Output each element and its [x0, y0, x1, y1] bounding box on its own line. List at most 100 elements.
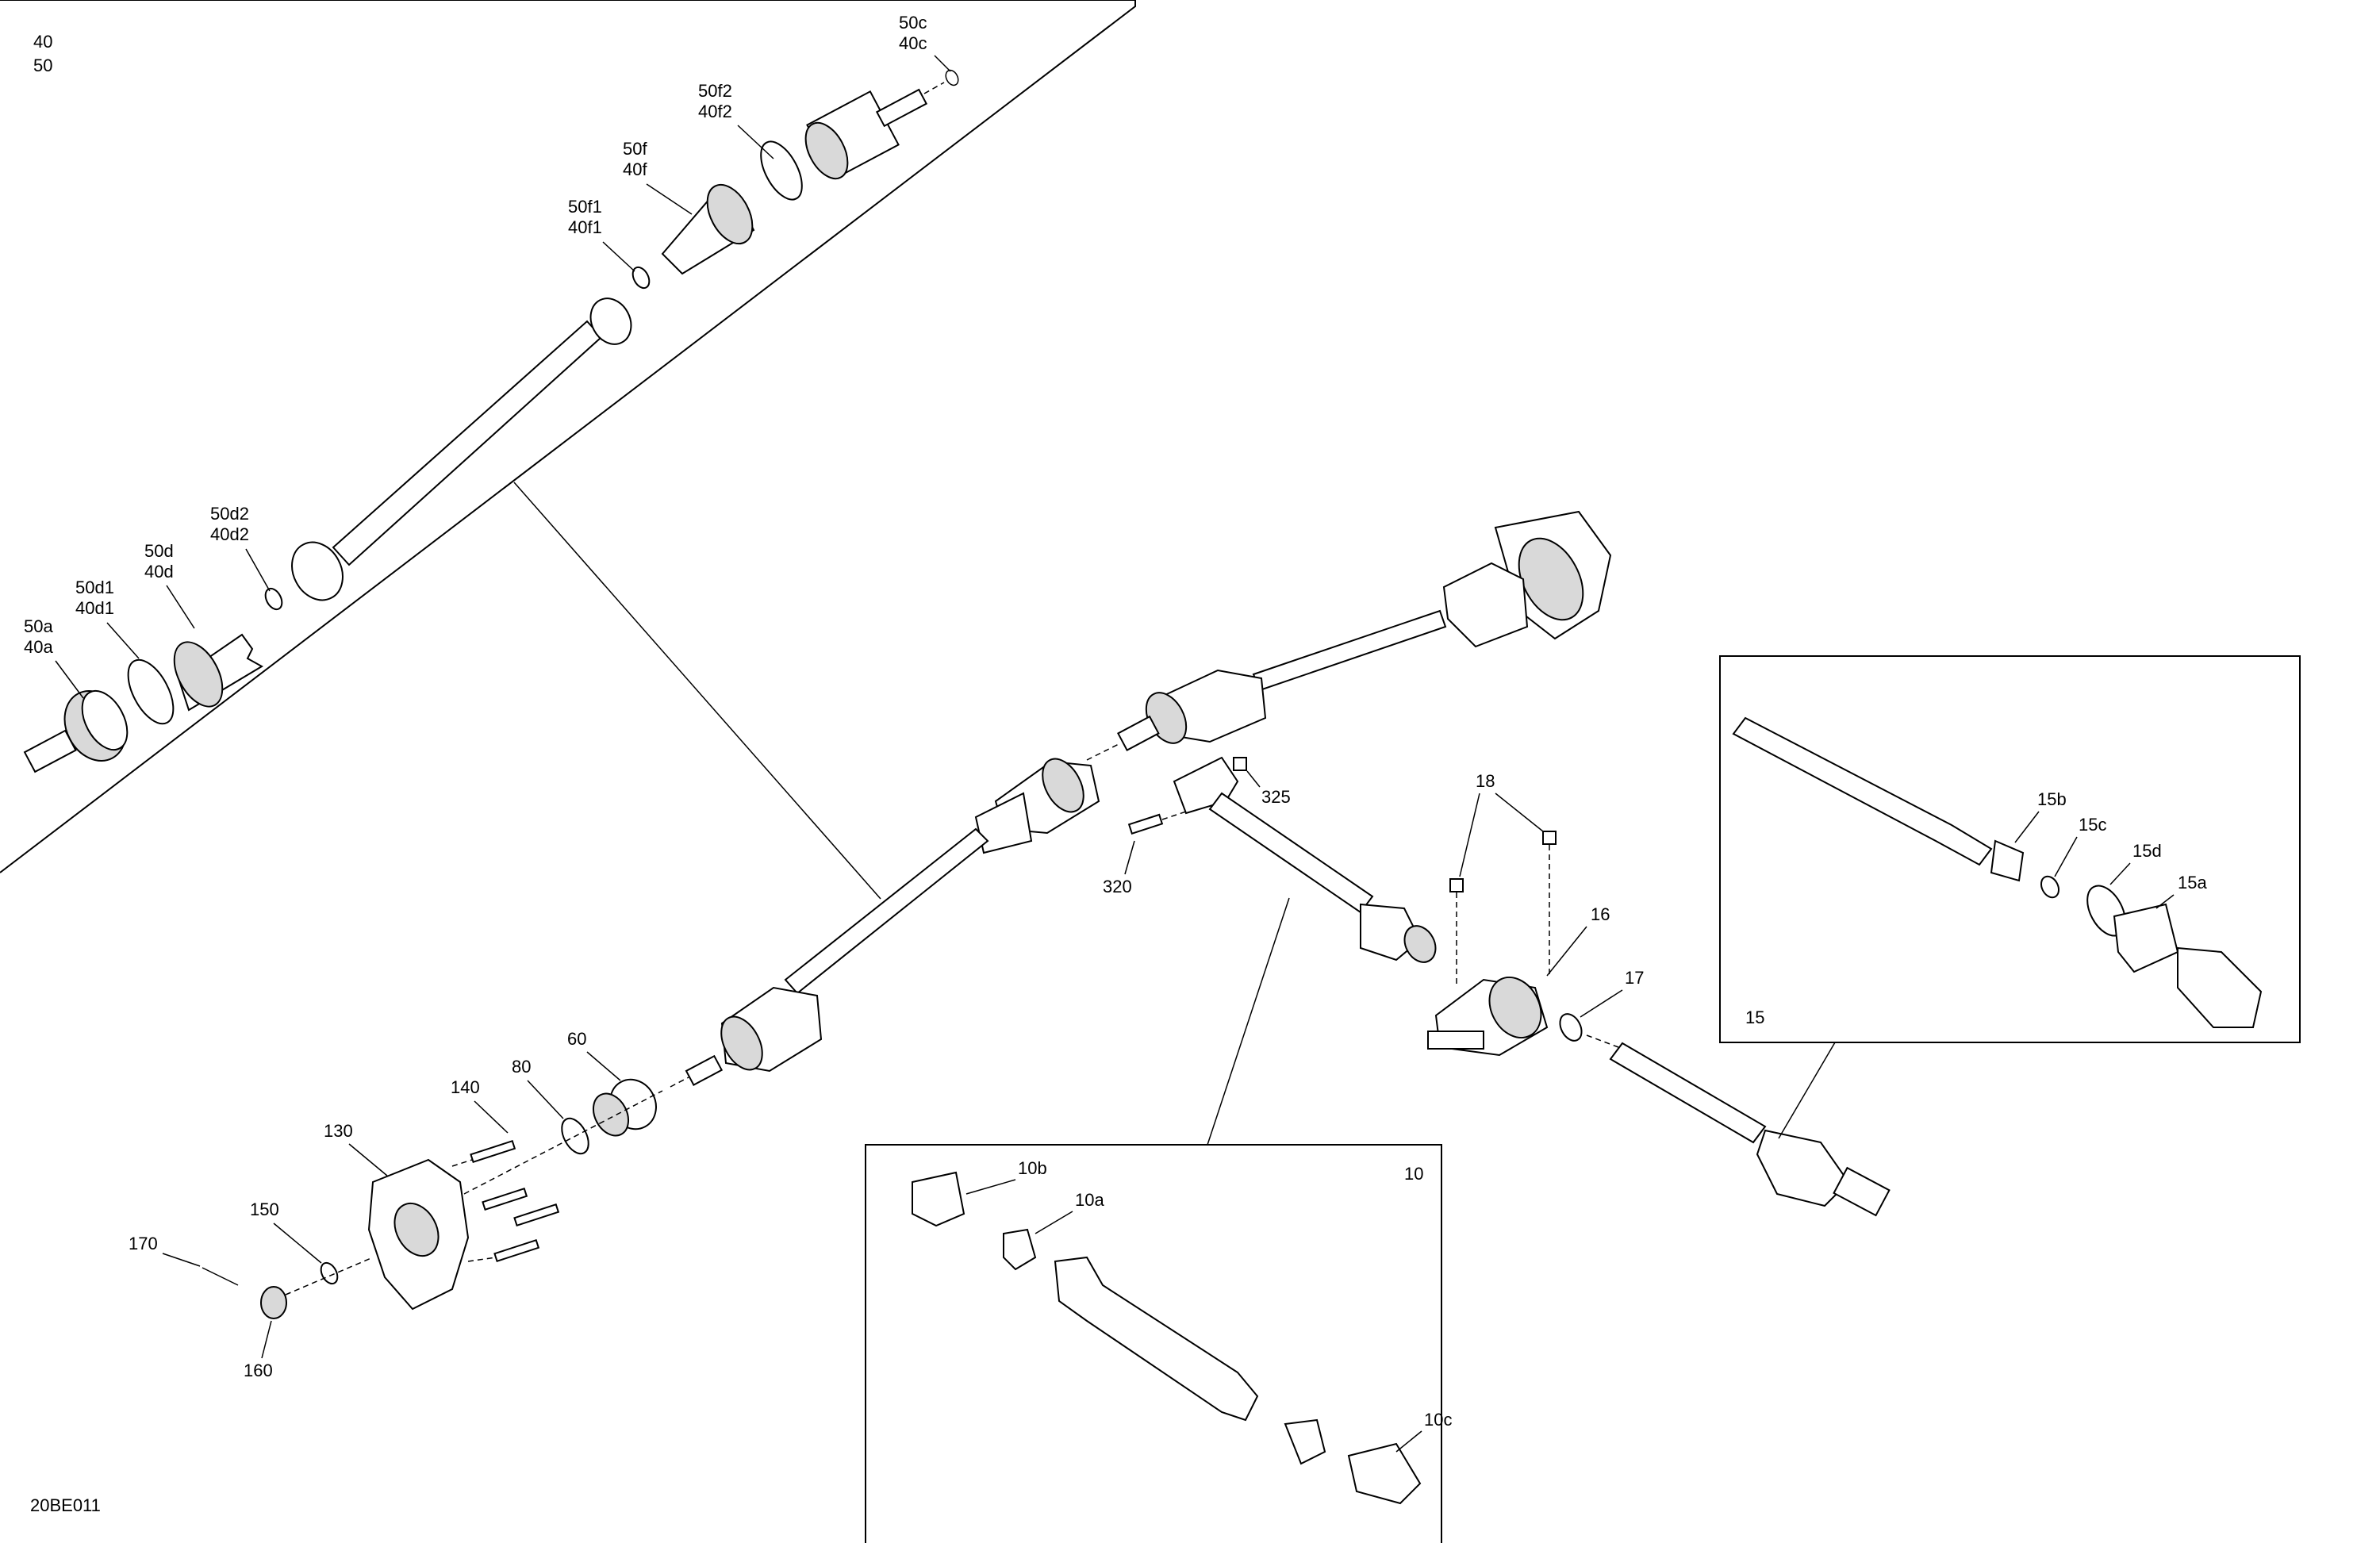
callout-150: 150: [250, 1199, 322, 1264]
svg-text:10c: 10c: [1424, 1410, 1452, 1430]
svg-text:40d1: 40d1: [75, 598, 114, 618]
svg-text:40f2: 40f2: [698, 102, 732, 121]
callout-130: 130: [324, 1121, 388, 1176]
svg-text:325: 325: [1261, 787, 1291, 807]
wheel-hub-130: [367, 1158, 470, 1311]
callout-320: 320: [1103, 840, 1135, 896]
boot-50d: [173, 633, 264, 712]
wheel-studs-140: [451, 1139, 560, 1263]
diagram-code: 20BE011: [30, 1495, 101, 1515]
callout-160: 160: [244, 1320, 273, 1380]
callout-17: 17: [1580, 968, 1644, 1018]
front-driveshaft-inset-frame: [0, 0, 1136, 873]
callout-50f: 50f 40f: [623, 139, 693, 215]
inset-label-50: 50: [33, 56, 52, 75]
svg-text:320: 320: [1103, 877, 1132, 896]
outer-boot-upper: [1442, 562, 1529, 648]
callout-15a: 15a: [2155, 873, 2207, 909]
svg-text:50d: 50d: [144, 541, 174, 561]
front-driveshaft-assembly: [23, 69, 959, 773]
inset-label-40: 40: [33, 32, 52, 52]
callout-15c: 15c: [2054, 815, 2106, 877]
svg-text:150: 150: [250, 1199, 279, 1219]
callout-15b: 15b: [2014, 789, 2067, 843]
svg-text:40f1: 40f1: [568, 217, 602, 237]
svg-text:40a: 40a: [24, 637, 53, 657]
bearing-60: [592, 1078, 657, 1137]
svg-text:40f: 40f: [623, 159, 647, 179]
leader-to-inset-15: [1778, 1042, 1836, 1139]
callout-50d2: 50d2 40d2: [210, 504, 271, 592]
rear-driveshaft-assembly: [670, 510, 1612, 1088]
callout-50c: 50c 40c: [899, 13, 951, 72]
callout-50d1: 50d1 40d1: [75, 578, 140, 659]
callout-50d: 50d 40d: [144, 541, 195, 629]
washer-150: [320, 1261, 339, 1285]
callout-80: 80: [512, 1057, 564, 1119]
svg-text:17: 17: [1625, 968, 1644, 988]
svg-text:15b: 15b: [2037, 789, 2067, 809]
callout-50f1: 50f1 40f1: [568, 197, 635, 272]
svg-text:40d2: 40d2: [210, 524, 249, 544]
svg-text:140: 140: [451, 1077, 480, 1097]
svg-text:15d: 15d: [2132, 841, 2162, 861]
svg-text:50f2: 50f2: [698, 81, 732, 101]
inset-10-frame: [865, 1144, 1442, 1543]
inset-leader-line: [513, 482, 881, 900]
svg-text:50f1: 50f1: [568, 197, 602, 217]
svg-text:40d: 40d: [144, 562, 174, 582]
inset-10-label: 10: [1404, 1164, 1423, 1184]
callout-15d: 15d: [2109, 841, 2162, 885]
svg-text:50a: 50a: [24, 616, 53, 636]
circlip-50c: [945, 69, 959, 86]
propeller-shaft-assembly: [1127, 756, 1437, 963]
svg-text:40c: 40c: [899, 33, 927, 53]
svg-text:170: 170: [129, 1234, 158, 1253]
callout-18: 18: [1459, 771, 1544, 877]
center-bearing-16: [1427, 831, 1557, 1057]
main-shaft-upper: [1252, 609, 1447, 692]
clamp-50f2: [760, 140, 803, 201]
callout-10c: 10c: [1395, 1410, 1452, 1453]
svg-text:15a: 15a: [2178, 873, 2207, 892]
callout-325: 325: [1246, 770, 1291, 807]
callout-170: 170: [129, 1234, 201, 1267]
svg-text:130: 130: [324, 1121, 353, 1141]
svg-text:50d2: 50d2: [210, 504, 249, 524]
svg-text:50c: 50c: [899, 13, 927, 33]
callout-50f2: 50f2 40f2: [698, 81, 774, 159]
svg-text:15c: 15c: [2079, 815, 2106, 835]
svg-text:50f: 50f: [623, 139, 647, 159]
svg-text:18: 18: [1476, 771, 1495, 791]
inset-15-label: 15: [1745, 1008, 1764, 1027]
outer-cv-joint-50a: [23, 689, 129, 773]
svg-text:60: 60: [567, 1029, 586, 1049]
svg-text:16: 16: [1591, 904, 1610, 924]
inset-15-frame: [1719, 655, 2301, 1043]
cotter-pin-170: [202, 1267, 239, 1286]
svg-text:160: 160: [244, 1361, 273, 1380]
svg-text:50d1: 50d1: [75, 578, 114, 597]
boot-50f: [661, 183, 755, 275]
inset-15-parts: [1732, 716, 2263, 1028]
inset-10-parts: [912, 1171, 1422, 1505]
inner-shaft-with-tripod: [291, 297, 632, 601]
rear-output-shaft: [1586, 1034, 1891, 1217]
outer-cv-wheel: [685, 986, 823, 1086]
callout-50a: 50a 40a: [24, 616, 84, 699]
main-shaft-lower: [784, 827, 989, 995]
callout-10b: 10b: [965, 1158, 1047, 1195]
hub-nut-160: [260, 1286, 287, 1319]
clamp-50d2: [264, 587, 283, 611]
cv-housing-middle: [1117, 669, 1267, 751]
snap-ring-17: [1559, 1013, 1583, 1042]
clamp-50d1: [127, 658, 175, 725]
callout-60: 60: [567, 1029, 621, 1081]
leader-to-inset-10: [1207, 897, 1290, 1146]
svg-text:10a: 10a: [1075, 1190, 1104, 1210]
svg-text:10b: 10b: [1018, 1158, 1047, 1178]
clamp-50f1: [631, 266, 651, 290]
svg-text:80: 80: [512, 1057, 531, 1077]
callout-16: 16: [1546, 904, 1610, 977]
